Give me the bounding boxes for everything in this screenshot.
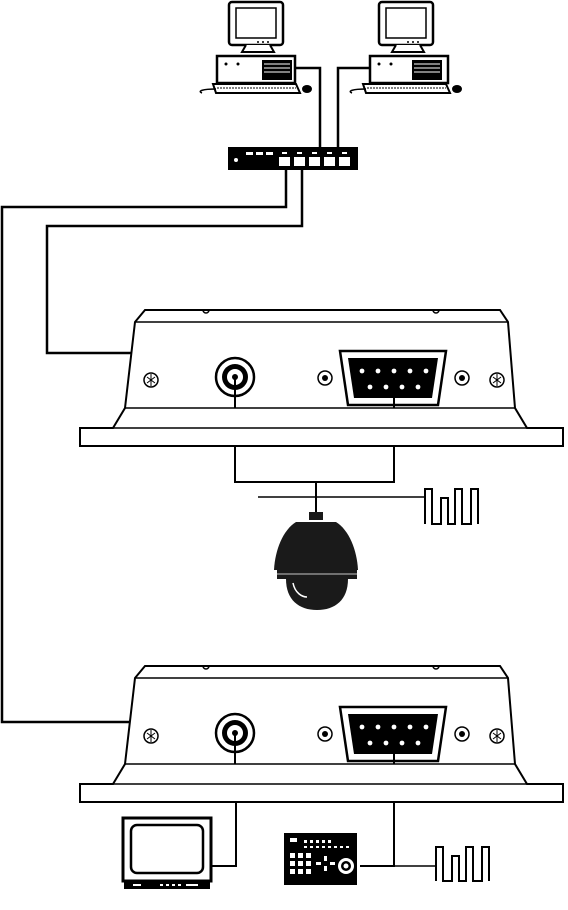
monitor-stand bbox=[242, 45, 274, 52]
video-server-encoder bbox=[80, 310, 563, 446]
video-server-decoder bbox=[80, 666, 563, 802]
monitor-screen bbox=[236, 8, 276, 38]
network-switch bbox=[228, 147, 358, 170]
waveform-icon bbox=[425, 489, 478, 524]
switch-body bbox=[228, 147, 358, 170]
dome-housing bbox=[274, 522, 358, 570]
waveform-icon bbox=[436, 847, 489, 881]
crt-monitor bbox=[123, 818, 211, 889]
crt-screen bbox=[131, 825, 203, 873]
pc-mouse bbox=[452, 85, 462, 93]
monitor-screen bbox=[386, 8, 426, 38]
ptz-dome-camera bbox=[274, 512, 358, 610]
pc-left bbox=[200, 2, 312, 93]
serial-signal-bottom bbox=[436, 847, 489, 881]
monitor-stand bbox=[392, 45, 424, 52]
pc-right bbox=[350, 2, 462, 93]
pc-mouse bbox=[302, 85, 312, 93]
dome-bubble bbox=[286, 579, 348, 610]
ptz-keyboard bbox=[284, 833, 357, 885]
serial-signal-top bbox=[425, 489, 478, 524]
cable-pc-left-to-switch bbox=[296, 68, 320, 153]
